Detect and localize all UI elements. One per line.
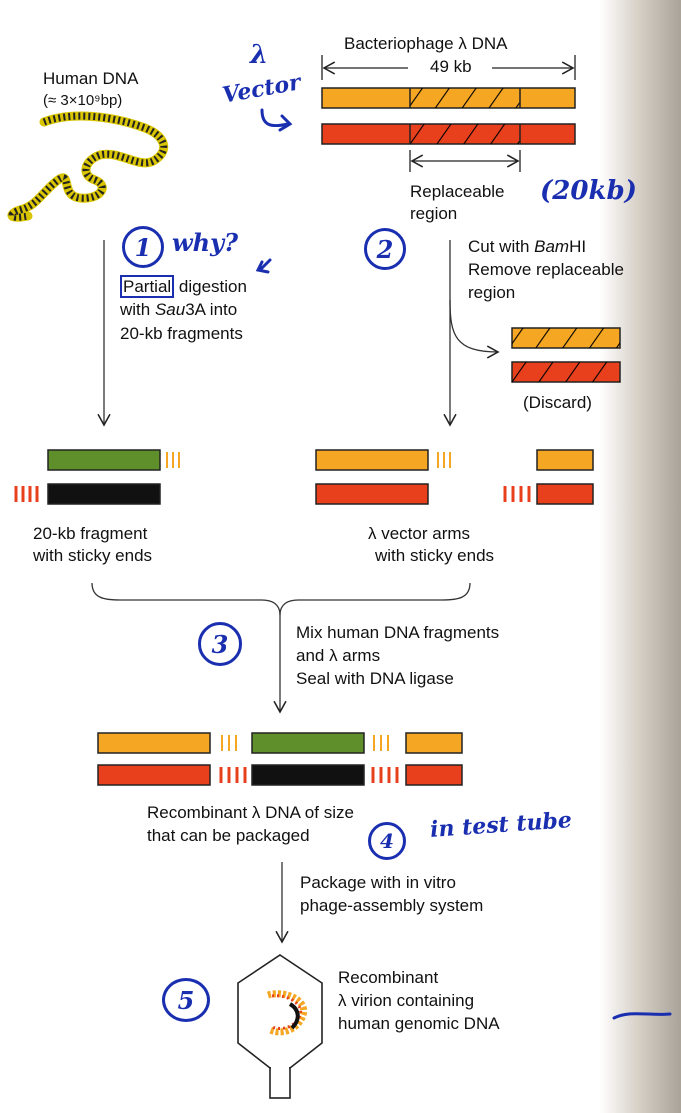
partial-word: Partial (120, 275, 175, 298)
lambda-dna-title: Bacteriophage λ DNA (344, 34, 508, 53)
handwritten-why: why? (172, 228, 239, 257)
replaceable-label: Replaceable (410, 182, 505, 201)
discard-bars (511, 327, 621, 383)
cut-line-3: region (468, 283, 516, 302)
lambda-dna-bars (321, 87, 576, 145)
step-4-circle: 4 (368, 822, 406, 860)
sau-enzyme: Sau (154, 300, 186, 319)
length-label: 49 kb (427, 56, 475, 78)
virion-label-3: human genomic DNA (338, 1014, 500, 1033)
fragment-label-2: with sticky ends (33, 546, 153, 565)
human-dna-coil (7, 111, 169, 222)
package-line-1: Package with in vitro (300, 873, 456, 892)
digestion-rest: digestion (174, 277, 247, 296)
mix-line-1: Mix human DNA fragments (296, 623, 500, 642)
arms-label-1: λ vector arms (368, 524, 471, 543)
cut-hi: HI (569, 237, 587, 256)
cut-line-2: Remove replaceable (468, 260, 624, 279)
step-2-circle: 2 (364, 228, 406, 270)
vector-arm-bars (315, 449, 594, 505)
length-dimension (321, 55, 576, 80)
handwritten-20kb: (20kb) (540, 176, 637, 206)
virion-label-1: Recombinant (338, 968, 439, 987)
arrow-cut (443, 240, 500, 427)
recombinant-dna-bars (97, 732, 463, 786)
digestion-line-2: with Sau3A into (120, 299, 237, 321)
fragment-label-1: 20-kb fragment (33, 524, 148, 543)
replaceable-dimension (409, 150, 521, 172)
cut-with: Cut with (468, 237, 535, 256)
package-line-2: phage-assembly system (300, 896, 484, 915)
step-3-circle: 3 (198, 622, 242, 666)
page-shadow (600, 0, 681, 1113)
digestion-line-1: Partial digestion (120, 275, 247, 298)
virion-diagram (237, 954, 323, 1099)
digest-into: 3A into (185, 300, 238, 319)
ink-annotations (255, 108, 672, 1020)
mix-line-3: Seal with DNA ligase (296, 669, 454, 688)
replaceable-label-2: region (410, 204, 458, 223)
step-5-circle: 5 (162, 978, 210, 1022)
digest-with: with (120, 300, 155, 319)
recombinant-label-2: that can be packaged (147, 826, 310, 845)
arms-label-2: with sticky ends (375, 546, 495, 565)
fragment-bars (14, 449, 180, 505)
virion-label-2: λ virion containing (338, 991, 475, 1010)
handwritten-lambda: λ (250, 40, 269, 70)
human-dna-label: Human DNA (43, 69, 139, 88)
merge-bracket (91, 582, 471, 714)
bam-enzyme: Bam (534, 237, 570, 256)
digestion-line-3: 20-kb fragments (120, 324, 243, 343)
human-dna-size: (≈ 3×10⁹bp) (43, 92, 123, 109)
discard-label: (Discard) (523, 393, 592, 412)
recombinant-label-1: Recombinant λ DNA of size (147, 803, 354, 822)
cut-line-1: Cut with BamHI (468, 236, 586, 258)
mix-line-2: and λ arms (296, 646, 381, 665)
step-1-circle: 1 (122, 226, 164, 268)
